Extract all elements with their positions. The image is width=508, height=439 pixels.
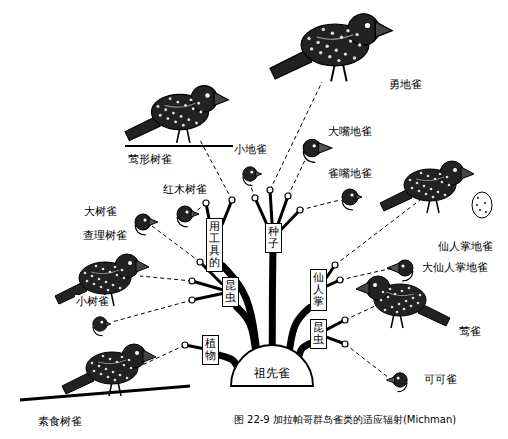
finch-figure <box>380 161 474 213</box>
branch-tip <box>182 342 188 348</box>
branch-tip <box>229 197 235 203</box>
branch-label: 仙人掌 <box>313 272 324 308</box>
tree-branch <box>223 266 257 348</box>
branch-tip <box>332 262 338 268</box>
finch-figure <box>125 86 228 143</box>
cactus-spine <box>484 202 486 204</box>
branch-tip <box>197 259 203 265</box>
branch-tip <box>189 297 195 303</box>
species-name: 雀嘴地雀 <box>327 167 373 180</box>
branch-tip <box>297 207 303 213</box>
category-box: 昆虫 <box>310 319 327 349</box>
leader-line <box>345 306 375 320</box>
tree-branch <box>269 253 277 345</box>
cactus-spine <box>479 209 481 211</box>
cactus-spine <box>476 204 478 206</box>
branch-label: 种子 <box>268 226 279 250</box>
finch-figure <box>356 276 450 328</box>
branch-label: 昆虫 <box>313 322 324 346</box>
branch-label: 祖先雀 <box>230 343 314 382</box>
twig <box>278 196 288 223</box>
perch <box>125 145 240 147</box>
ancestor-base: 祖先雀 <box>230 343 314 387</box>
species-name: 勇地雀 <box>388 78 423 91</box>
tree-branch <box>219 355 237 365</box>
twig <box>270 190 272 223</box>
cactus-spine <box>477 197 479 199</box>
leader-line <box>335 200 420 265</box>
branch-tip <box>342 341 348 347</box>
species-name: 莺雀 <box>458 325 482 338</box>
category-box: 用工具的 <box>206 218 223 272</box>
twigs <box>112 82 420 378</box>
species-name: 查理树雀 <box>82 229 128 242</box>
leader-line <box>300 200 340 210</box>
species-name: 莺形树雀 <box>127 153 173 166</box>
twig <box>282 210 301 229</box>
category-box: 昆虫 <box>222 277 239 307</box>
finch-head <box>243 167 262 186</box>
species-name: 大树雀 <box>83 205 118 218</box>
leader-line <box>152 226 200 262</box>
figure-caption: 图 22-9 加拉帕哥群岛雀类的适应辐射(Michman) <box>234 414 456 426</box>
species-name: 大仙人掌地雀 <box>421 261 489 274</box>
leader-line <box>112 300 192 322</box>
twig <box>192 281 222 290</box>
finch-head <box>387 260 413 281</box>
branch-tip <box>285 193 291 199</box>
finch-head <box>177 206 199 227</box>
leader-line <box>345 344 389 378</box>
finch-head <box>303 139 332 162</box>
branch-tip <box>267 187 273 193</box>
leader-line <box>140 276 192 281</box>
semicircle-outline <box>230 343 314 387</box>
species-name: 小树雀 <box>75 295 110 308</box>
branch-label: 用工具的 <box>209 221 220 269</box>
cactus-spine <box>485 211 487 213</box>
species-name: 可可雀 <box>423 373 458 386</box>
category-box: 植物 <box>202 335 219 365</box>
finch-figure <box>270 14 392 82</box>
leader-line <box>288 158 306 196</box>
leader-line <box>340 268 393 280</box>
branch-tip <box>337 277 343 283</box>
branch-tip <box>252 195 258 201</box>
leader-line <box>270 82 322 190</box>
finch-head <box>135 214 158 235</box>
species-name: 红木树雀 <box>162 183 208 196</box>
finch-figure <box>62 344 156 396</box>
branch-tip <box>203 200 209 206</box>
leader-line <box>140 345 185 366</box>
finch-head <box>93 317 111 336</box>
cactus-pad <box>472 192 492 218</box>
twig <box>223 200 233 224</box>
species-name: 大嘴地雀 <box>327 125 373 138</box>
twig <box>192 294 222 300</box>
species-name: 小地雀 <box>233 143 268 156</box>
finch-head <box>387 373 408 392</box>
species-name: 仙人掌地雀 <box>437 240 494 253</box>
finch-head <box>342 189 362 210</box>
species-name: 素食树雀 <box>37 415 83 428</box>
branch-tip <box>189 278 195 284</box>
branch-label: 植物 <box>205 338 216 362</box>
twig <box>255 198 266 223</box>
tree-branch <box>299 344 309 356</box>
branch-tip <box>342 317 348 323</box>
perch <box>20 386 190 400</box>
tree-branch <box>237 307 256 348</box>
category-box: 种子 <box>265 223 282 253</box>
branch-label: 昆虫 <box>225 280 236 304</box>
category-box: 仙人掌 <box>310 269 327 311</box>
